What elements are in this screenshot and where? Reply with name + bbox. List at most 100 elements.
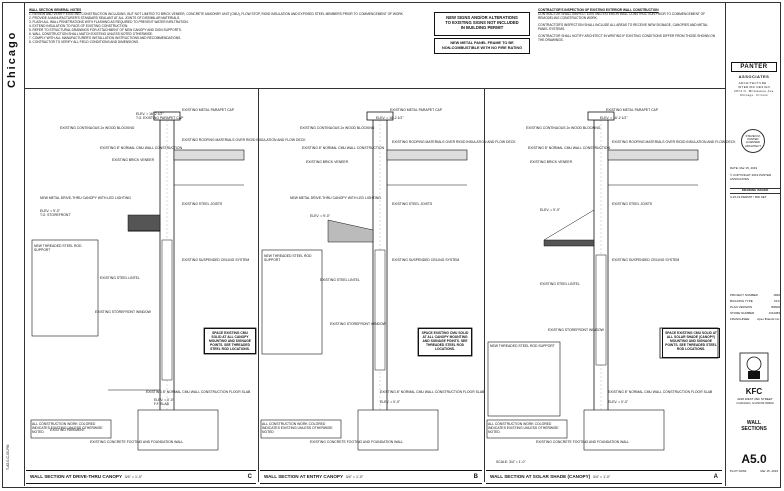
contractor-note: CONTRACTOR SHALL NOTIFY ARCHITECT IN WRI… bbox=[538, 34, 716, 42]
field-label: BUILDING TYPE bbox=[730, 299, 753, 303]
label-cmu-b: EXISTING 8" NORMAL CMU WALL CONSTRUCTION bbox=[302, 146, 385, 150]
label-footing-c: EXISTING CONCRETE FOOTING AND FOUNDATION… bbox=[90, 440, 184, 444]
date-value: Mar 15, 2019 bbox=[739, 166, 758, 170]
sign-note-line: NEW SIGNS AND/OR ALTERATIONS bbox=[446, 15, 518, 20]
section-scale: 3/4" = 1'-0" bbox=[345, 475, 364, 479]
firm-address-2: Chicago, Illinois bbox=[739, 93, 769, 97]
label-roofing-c: EXISTING ROOFING MATERIALS OVER RIGID IN… bbox=[182, 138, 306, 142]
label-elev1-a: ELEV. = 16'-2 1/2" bbox=[600, 116, 628, 120]
label-rod-b: NEW THREADED STEEL ROD SUPPORT bbox=[264, 254, 312, 262]
building-type-row: BUILDING TYPE KFC bbox=[730, 299, 780, 304]
city-title: Chicago bbox=[6, 30, 18, 88]
kfc-brand: KFC bbox=[745, 387, 763, 396]
plan-version-row: PLAN VERSION B9600 bbox=[730, 305, 780, 310]
section-title-text: WALL SECTION AT ENTRY CANOPY bbox=[264, 474, 344, 479]
firm-address-1: 2874 N. Milwaukee Ave bbox=[734, 89, 774, 93]
field-value: J312083 bbox=[768, 311, 780, 315]
label-elev2-a: ELEV. = 9'-0" bbox=[540, 208, 560, 212]
section-number-b: B bbox=[473, 474, 478, 480]
label-elev2-b: ELEV. = 9'-0" bbox=[310, 214, 330, 218]
section-number-a: A bbox=[713, 474, 718, 480]
store-number-row: STORE NUMBER J312083 bbox=[730, 311, 780, 316]
label-wall-c: EXISTING 8" NORMAL CMU WALL CONSTRUCTION… bbox=[146, 390, 251, 394]
label-elev3b-c: F.F. SLAB bbox=[154, 402, 169, 406]
firm-name: PANTER bbox=[731, 62, 777, 72]
firm-name-2: ASSOCIATES bbox=[738, 74, 770, 79]
section-title-a: WALL SECTION AT SOLAR SHADE (CANOPY) 3/4… bbox=[490, 471, 610, 483]
label-ceiling-b: EXISTING SUSPENDED CEILING SYSTEM bbox=[392, 258, 460, 262]
title-bar-c: WALL SECTION AT DRIVE-THRU CANOPY 3/4" =… bbox=[26, 470, 256, 484]
sheet-title: WALL SECTIONS bbox=[730, 420, 778, 432]
label-canopy-b: NEW METAL DRIVE-THRU CANOPY WITH LED LIG… bbox=[290, 196, 381, 200]
general-note: 1. REVIEW AND VERIFY EXISTING CONSTRUCTI… bbox=[29, 12, 404, 16]
general-note: 5. REFER TO STRUCTURAL DRAWINGS FOR ATTA… bbox=[29, 28, 182, 32]
label-brick-b: EXISTING BRICK VENEER bbox=[306, 160, 349, 164]
kfc-logo-icon bbox=[739, 352, 769, 382]
label-ceiling-a: EXISTING SUSPENDED CEILING SYSTEM bbox=[612, 258, 680, 262]
issue-date: DATE: Mar 15, 2019 bbox=[730, 166, 758, 170]
label-window-a: EXISTING STOREFRONT WINDOW bbox=[548, 328, 604, 332]
architect-seal: STEVEN M. PANTER LICENSED ARCHITECT bbox=[741, 129, 765, 153]
wall-section-c bbox=[30, 111, 257, 451]
field-label: PROJECT NUMBER bbox=[730, 293, 758, 297]
label-footing-b: EXISTING CONCRETE FOOTING AND FOUNDATION… bbox=[310, 440, 404, 444]
gutter-line bbox=[24, 2, 25, 486]
field-label: FRANCHISEE bbox=[730, 317, 750, 321]
general-note: 4. EXTEND INSULATION TO FACE OF EXISTING… bbox=[29, 24, 129, 28]
label-elev3-b: ELEV. = 0'-0" bbox=[380, 400, 400, 404]
label-joist-c: EXISTING STEEL JOISTS bbox=[182, 202, 223, 206]
label-contin-a: EXISTING CONTINUOUS 2x WOOD BLOCKING bbox=[526, 126, 601, 130]
title-bar-b: WALL SECTION AT ENTRY CANOPY 3/4" = 1'-0… bbox=[260, 470, 482, 484]
field-label: PLAN VERSION bbox=[730, 305, 753, 309]
label-parapet-c: EXISTING METAL PARAPET CAP bbox=[182, 108, 235, 112]
label-cmu-a: EXISTING 8" NORMAL CMU WALL CONSTRUCTION bbox=[528, 146, 611, 150]
contractor-note: CONTRACTOR SHALL INSPECT EXISTING EXTERI… bbox=[538, 12, 706, 20]
section-divider bbox=[484, 88, 485, 482]
sign-note-line: IN BUILDING PERMIT bbox=[460, 25, 504, 30]
label-brick-a: EXISTING BRICK VENEER bbox=[530, 160, 573, 164]
section-title-b: WALL SECTION AT ENTRY CANOPY 3/4" = 1'-0… bbox=[264, 471, 363, 483]
label-elev3-c: ELEV. = 0'-0" bbox=[154, 398, 174, 402]
panel-note-line: NON-COMBUSTIBLE WITH NO FIRE RATING bbox=[441, 46, 523, 50]
section-drawing-b bbox=[260, 111, 473, 451]
seal-text: PANTER bbox=[747, 137, 759, 142]
sheet-title-line: WALL bbox=[746, 420, 762, 426]
label-wall-a: EXISTING 8" NORMAL CMU WALL CONSTRUCTION… bbox=[608, 390, 713, 394]
section-drawing-c bbox=[30, 111, 257, 451]
field-value: KFC bbox=[774, 299, 780, 303]
label-rod-a: NEW THREADED STEEL ROD SUPPORT bbox=[490, 344, 555, 348]
section-number-c: C bbox=[247, 474, 252, 480]
sheet-number: A5.0 bbox=[741, 452, 767, 466]
wall-section-b bbox=[260, 111, 473, 451]
firm-sub: ARCHITECTURE · INTERIOR DESIGN bbox=[737, 81, 771, 89]
side-id: T-A5.0-C-00-PM bbox=[6, 444, 10, 470]
field-label: STORE NUMBER bbox=[730, 311, 755, 315]
footer-note-c: ALL CONSTRUCTION WORK COLORED INDICATES … bbox=[32, 422, 103, 434]
cmu-note-box-c: SPACE EXISTING CMU SOLID AT ALL CANOPY M… bbox=[204, 328, 256, 354]
label-footing-a: EXISTING CONCRETE FOOTING AND FOUNDATION… bbox=[536, 440, 630, 444]
section-title-text: WALL SECTION AT SOLAR SHADE (CANOPY) bbox=[490, 474, 591, 479]
cmu-note-box-a: SPACE EXISTING CMU SOLID AT ALL SOLAR SH… bbox=[662, 328, 720, 358]
label-roofing-a: EXISTING ROOFING MATERIALS OVER RIGID IN… bbox=[612, 140, 736, 144]
field-value: B9600 bbox=[771, 305, 780, 309]
plot-label: PLOT DATE bbox=[730, 469, 747, 473]
section-title-c: WALL SECTION AT DRIVE-THRU CANOPY 3/4" =… bbox=[30, 471, 142, 483]
panel-note-line: NEW METAL PANEL FRAME TO BE bbox=[450, 41, 514, 45]
label-canopy-c: NEW METAL DRIVE-THRU CANOPY WITH LED LIG… bbox=[40, 196, 131, 200]
label-window-c: EXISTING STOREFRONT WINDOW bbox=[95, 310, 151, 314]
label-elev1-b: ELEV. = 16'-2 1/2" bbox=[376, 116, 404, 120]
label-pavement-c: EXISTING PAVEMENT bbox=[50, 428, 85, 432]
seal-text: STEVEN M. bbox=[745, 134, 761, 138]
issued-heading: DRAWING ISSUED bbox=[730, 188, 780, 194]
label-elev1-c: ELEV. = 16'-2 1/2" bbox=[136, 112, 164, 116]
label-joist-a: EXISTING STEEL JOISTS bbox=[612, 202, 653, 206]
label-elev2b-c: T.O. STOREFRONT bbox=[40, 213, 71, 217]
copyright: © COPYRIGHT 2019 PANTER ASSOCIATES bbox=[730, 173, 772, 181]
label-cmu-c: EXISTING 8" NORMAL CMU WALL CONSTRUCTION bbox=[100, 146, 183, 150]
general-note: 7. COMPLY WITH ALL MANUFACTURER'S INSTAL… bbox=[29, 36, 182, 40]
label-lintel-b: EXISTING STEEL LINTEL bbox=[320, 278, 360, 282]
